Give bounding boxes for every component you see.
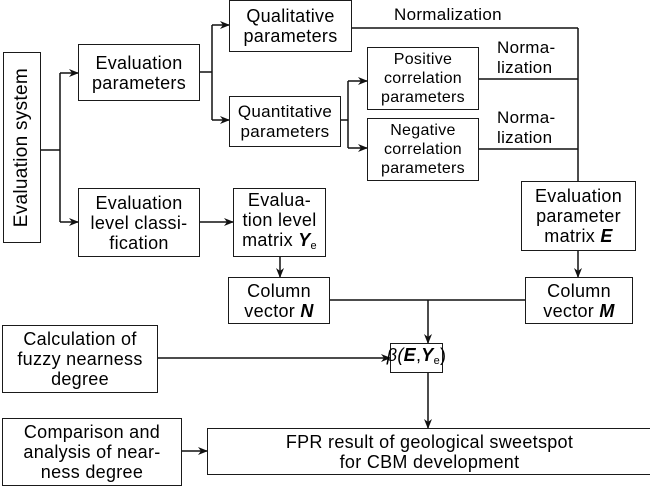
normalization-label-qualitative: Normalization: [394, 5, 502, 24]
normalization-positive-line: Norma-: [497, 38, 556, 57]
qualitative-line: parameters: [243, 26, 338, 46]
level-matrix-line: Evalua-: [247, 189, 312, 210]
fuzzy-line: Calculation of: [23, 329, 137, 349]
positive-line: parameters: [381, 89, 465, 106]
column-vector-m-box: Column vector M: [525, 277, 633, 324]
evaluation-parameters-box: Evaluation parameters: [78, 44, 200, 101]
qualitative-parameters-box: Qualitative parameters: [229, 0, 352, 52]
normalization-negative-line: lization: [497, 128, 553, 147]
fuzzy-line: fuzzy nearness: [17, 349, 143, 369]
column-m-symbol: M: [599, 300, 615, 321]
level-matrix-symbol: Y: [298, 229, 311, 250]
normalization-label-negative: Norma- lization: [497, 108, 555, 148]
evaluation-system-box: Evaluation system: [3, 52, 41, 243]
result-line: for CBM development: [339, 451, 520, 472]
quantitative-line: parameters: [240, 121, 330, 141]
beta-e: E: [403, 345, 416, 365]
evaluation-parameters-line: parameters: [91, 72, 187, 93]
column-vector-n-box: Column vector N: [228, 277, 330, 324]
beta-expression: β(E,Ye): [387, 345, 447, 371]
evaluation-level-matrix-box: Evalua- tion level matrix Ye: [233, 188, 326, 257]
evaluation-system-label: Evaluation system: [11, 67, 32, 228]
param-matrix-symbol: E: [600, 226, 613, 246]
level-class-line: level classi-: [90, 212, 188, 233]
param-matrix-line-3: matrix E: [535, 226, 622, 246]
positive-line: Positive: [393, 51, 453, 68]
negative-line: correlation: [383, 141, 462, 158]
normalization-positive-line: lization: [497, 58, 553, 77]
beta-comma: ,: [415, 345, 422, 365]
quantitative-line: Quantitative: [237, 101, 333, 121]
column-n-line: Column: [247, 280, 311, 301]
fpr-result-box: FPR result of geological sweetspot for C…: [207, 428, 650, 475]
level-matrix-line: tion level: [242, 209, 317, 230]
level-matrix-subscript: e: [310, 239, 317, 252]
beta-subscript: e: [433, 355, 440, 367]
result-line: FPR result of geological sweetspot: [285, 431, 574, 452]
negative-line: Negative: [390, 122, 456, 139]
comparison-line: Comparison and: [23, 422, 161, 442]
normalization-label-positive: Norma- lization: [497, 38, 555, 78]
level-matrix-line-3: matrix Ye: [242, 230, 317, 256]
column-n-text: vector: [244, 300, 301, 321]
param-matrix-line: Evaluation: [534, 186, 623, 206]
level-class-line: Evaluation: [95, 192, 183, 213]
column-m-line-2: vector M: [543, 301, 614, 321]
comparison-line: analysis of near-: [23, 442, 161, 462]
beta-box: β(E,Ye): [387, 343, 446, 373]
beta-prefix: β(: [386, 345, 404, 365]
quantitative-parameters-box: Quantitative parameters: [229, 96, 341, 147]
evaluation-parameters-line: Evaluation: [95, 52, 183, 73]
column-n-line-2: vector N: [244, 301, 313, 321]
positive-correlation-box: Positive correlation parameters: [367, 47, 479, 110]
column-m-text: vector: [543, 300, 600, 321]
negative-correlation-box: Negative correlation parameters: [367, 118, 479, 181]
level-matrix-text: matrix: [242, 229, 299, 250]
comparison-line: ness degree: [40, 462, 144, 482]
fuzzy-line: degree: [51, 369, 109, 389]
beta-y: Y: [421, 345, 434, 365]
param-matrix-text: matrix: [544, 226, 601, 246]
normalization-negative-line: Norma-: [497, 108, 556, 127]
comparison-analysis-box: Comparison and analysis of near- ness de…: [2, 418, 182, 486]
evaluation-level-classification-box: Evaluation level classi- fication: [78, 188, 200, 257]
param-matrix-line: parameter: [536, 206, 621, 226]
evaluation-parameter-matrix-box: Evaluation parameter matrix E: [521, 181, 636, 251]
fuzzy-nearness-box: Calculation of fuzzy nearness degree: [2, 325, 158, 393]
positive-line: correlation: [383, 70, 462, 87]
beta-suffix: ): [439, 345, 447, 365]
column-n-symbol: N: [300, 300, 314, 321]
column-m-line: Column: [547, 280, 611, 301]
negative-line: parameters: [381, 160, 465, 177]
level-class-line: fication: [109, 232, 169, 253]
qualitative-line: Qualitative: [246, 6, 335, 26]
